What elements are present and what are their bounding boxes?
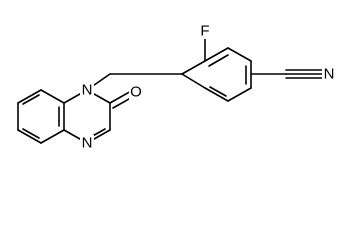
atom-imine-nitrogen: N <box>80 135 94 152</box>
double-bond-inner <box>22 128 40 139</box>
double-bond-inner <box>208 54 229 67</box>
molecule-structure: F N N O N <box>17 23 336 152</box>
atom-carbonyl-oxygen: O <box>129 84 143 101</box>
bond <box>181 60 206 75</box>
atom-nitrile-nitrogen: N <box>322 66 336 83</box>
bond <box>17 129 42 144</box>
carbonyl-oxygen-label: O <box>130 84 142 101</box>
double-bond-inner <box>22 94 40 105</box>
structure-canvas: F N N O N <box>17 23 336 152</box>
bond <box>17 89 42 104</box>
bond <box>40 129 65 144</box>
bond <box>204 87 229 102</box>
bond <box>40 89 65 104</box>
atom-fluorine: F <box>198 23 212 40</box>
atom-ring-nitrogen: N <box>80 82 94 99</box>
bond <box>227 47 252 62</box>
double-bond-inner <box>209 86 227 97</box>
ring-nitrogen-label: N <box>82 82 93 99</box>
bond <box>204 47 229 62</box>
bond <box>227 87 252 102</box>
fluorine-label: F <box>200 23 209 40</box>
bond <box>181 73 206 89</box>
nitrile-nitrogen-label: N <box>324 66 335 83</box>
imine-nitrogen-label: N <box>82 135 93 152</box>
